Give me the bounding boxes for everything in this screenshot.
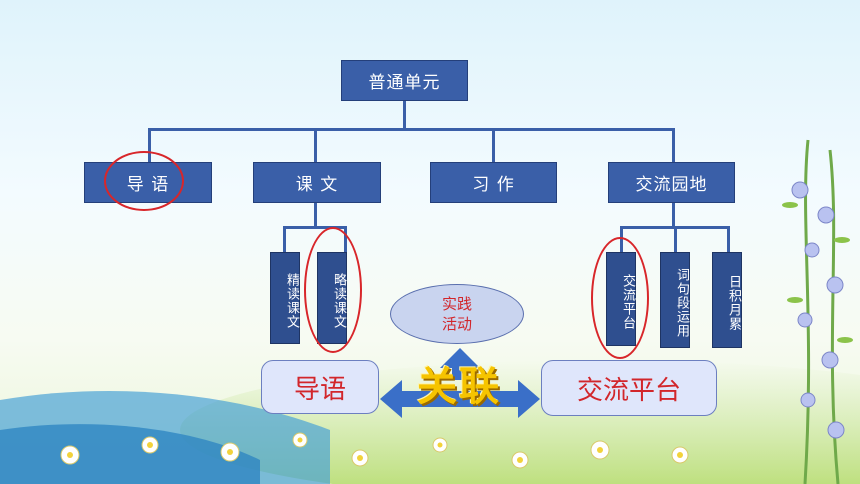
connector-daoyu [148,128,151,162]
relation-left-label: 导语 [293,374,346,405]
child-jingdu: 精读课文 [270,252,300,344]
relation-arrows [380,348,540,418]
child-riji: 日积月累 [712,252,742,348]
root-connector [403,100,406,130]
kewen-down [314,202,317,228]
branch-jiaoliu: 交流园地 [608,162,735,203]
relation-right-label: 交流平台 [576,375,681,406]
jiaoliu-mid-drop [674,226,677,252]
activity-bubble: 实践 活动 [390,284,524,344]
connector-jiaoliu [672,128,675,162]
child-jingdu-label: 精读课文 [284,273,299,329]
branch-kewen: 课 文 [253,162,381,203]
child-riji-label: 日积月累 [726,275,741,331]
highlight-luedu [304,227,362,353]
root-box: 普通单元 [341,60,468,101]
connector-kewen [314,128,317,162]
child-ciju-label: 词句段运用 [674,268,689,338]
activity-line1: 实践 [441,295,472,313]
kewen-left-drop [283,226,286,252]
jiaoliu-right-drop [727,226,730,252]
root-label: 普通单元 [368,73,441,93]
jiaoliu-down [672,202,675,228]
relation-left-panel: 导语 [261,360,379,414]
child-ciju: 词句段运用 [660,252,690,348]
highlight-daoyu [104,151,184,211]
connector-xizuo [492,128,495,162]
up-arrow [440,348,480,380]
relation-right-panel: 交流平台 [541,360,717,416]
double-arrow [380,380,540,418]
relation-center-label: 关联 [417,364,501,410]
branch-jiaoliu-label: 交流园地 [635,175,708,195]
highlight-jiaoliu-pingtai [591,237,649,359]
activity-line2: 活动 [441,315,472,333]
branch-kewen-label: 课 文 [295,175,339,195]
branch-xizuo-label: 习 作 [472,175,515,195]
kewen-bar [283,226,347,229]
branch-bar [148,128,675,131]
branch-xizuo: 习 作 [430,162,557,203]
